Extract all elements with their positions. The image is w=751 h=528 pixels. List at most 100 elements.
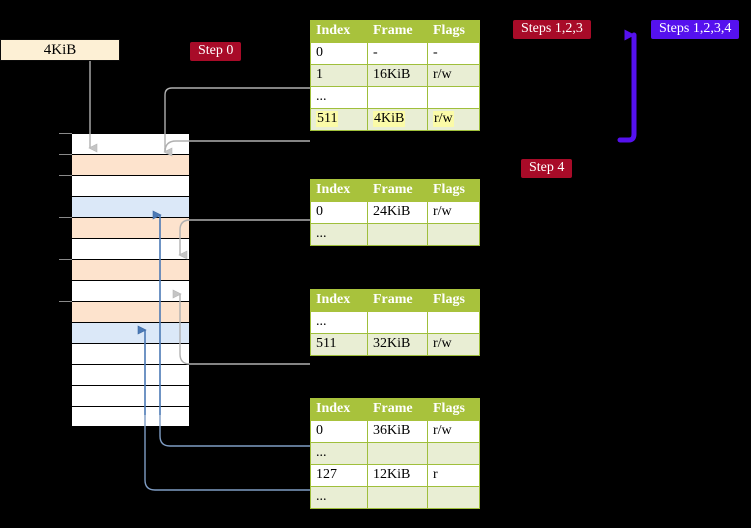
- table-cell-flags: [427, 311, 480, 334]
- column-header-index: Index: [310, 179, 368, 202]
- column-header-frame: Frame: [367, 179, 428, 202]
- table-cell-frame: [367, 311, 428, 334]
- frame-tick-mark: [59, 259, 72, 260]
- table-cell-flags: r/w: [427, 108, 480, 131]
- table-cell-index: ...: [310, 223, 368, 246]
- memory-frame-row: [71, 343, 190, 364]
- table-cell-index: ...: [310, 442, 368, 465]
- column-header-flags: Flags: [427, 179, 480, 202]
- badge-steps-123: Steps 1,2,3: [513, 20, 591, 39]
- table-cell-frame: 4KiB: [367, 108, 428, 131]
- table-cell-frame: 36KiB: [367, 420, 428, 443]
- frame-tick-mark: [59, 301, 72, 302]
- table-row: 511 4KiB r/w: [310, 108, 480, 131]
- table-cell-index: 127: [310, 464, 368, 487]
- memory-frame-row: [59, 217, 190, 238]
- table-cell-index: ...: [310, 86, 368, 109]
- frame-tick-mark: [59, 175, 72, 176]
- memory-frame-row: [59, 259, 190, 280]
- table-cell-index: 511: [310, 333, 368, 356]
- wire-frame-to-pdp: [180, 219, 310, 255]
- table-cell-index: 0: [310, 201, 368, 224]
- memory-frame-row: [71, 196, 190, 217]
- badge-step-0: Step 0: [190, 42, 242, 61]
- column-header-index: Index: [310, 398, 368, 421]
- badge-step-4-text: Step 4: [529, 160, 565, 175]
- table-cell-flags: r/w: [427, 333, 480, 356]
- table-cell-flags: r/w: [427, 420, 480, 443]
- table-row: 0--: [310, 42, 480, 65]
- column-header-flags: Flags: [427, 289, 480, 312]
- badge-steps-123-text: Steps 1,2,3: [521, 21, 583, 36]
- memory-frame-row: [71, 280, 190, 301]
- wire-pd-to-frame: [180, 294, 310, 365]
- table-cell-frame: [367, 223, 428, 246]
- table-cell-frame: 24KiB: [367, 201, 428, 224]
- badge-step-4: Step 4: [521, 159, 573, 178]
- highlighted-value: r/w: [433, 111, 454, 127]
- table-cell-index: 0: [310, 420, 368, 443]
- memory-frame-row: [71, 322, 190, 343]
- table-cell-frame: [367, 486, 428, 509]
- table-cell-index: 1: [310, 64, 368, 87]
- memory-frame-column: [59, 133, 190, 427]
- frame-tick-mark: [59, 133, 72, 134]
- column-header-frame: Frame: [367, 398, 428, 421]
- table-cell-flags: -: [427, 42, 480, 65]
- table-row: ...: [310, 223, 480, 246]
- table-cell-frame: [367, 442, 428, 465]
- table-row: ...: [310, 442, 480, 465]
- size-label-box: 4KiB: [0, 39, 120, 61]
- table-row: ...: [310, 311, 480, 334]
- column-header-index: Index: [310, 289, 368, 312]
- arrow-steps-1234-loop: [617, 29, 637, 143]
- table-cell-flags: r: [427, 464, 480, 487]
- frame-tick-mark: [59, 154, 72, 155]
- column-header-frame: Frame: [367, 289, 428, 312]
- memory-frame-row: [71, 364, 190, 385]
- table-row: ...: [310, 486, 480, 509]
- memory-frame-row: [59, 154, 190, 175]
- memory-frame-row: [71, 406, 190, 427]
- badge-steps-1234-text: Steps 1,2,3,4: [659, 21, 732, 36]
- table-cell-frame: 32KiB: [367, 333, 428, 356]
- highlighted-value: 511: [316, 111, 339, 127]
- table-cell-flags: [427, 442, 480, 465]
- table-cell-flags: r/w: [427, 201, 480, 224]
- table-cell-frame: 12KiB: [367, 464, 428, 487]
- badge-steps-1234: Steps 1,2,3,4: [651, 20, 740, 39]
- table-cell-frame: 16KiB: [367, 64, 428, 87]
- column-header-flags: Flags: [427, 20, 480, 43]
- table-cell-frame: [367, 86, 428, 109]
- table-cell-flags: r/w: [427, 64, 480, 87]
- table-row: ...: [310, 86, 480, 109]
- highlighted-value: 4KiB: [373, 111, 406, 127]
- column-header-index: Index: [310, 20, 368, 43]
- column-header-frame: Frame: [367, 20, 428, 43]
- table-cell-flags: [427, 86, 480, 109]
- frame-tick-mark: [59, 217, 72, 218]
- table-cell-flags: [427, 486, 480, 509]
- table-cell-index: ...: [310, 311, 368, 334]
- column-header-flags: Flags: [427, 398, 480, 421]
- memory-frame-row: [71, 385, 190, 406]
- size-label-text: 4KiB: [43, 42, 77, 58]
- memory-frame-row: [59, 175, 190, 196]
- table-cell-index: 0: [310, 42, 368, 65]
- memory-frame-row: [71, 238, 190, 259]
- memory-frame-row: [59, 133, 190, 154]
- memory-frame-row: [59, 301, 190, 322]
